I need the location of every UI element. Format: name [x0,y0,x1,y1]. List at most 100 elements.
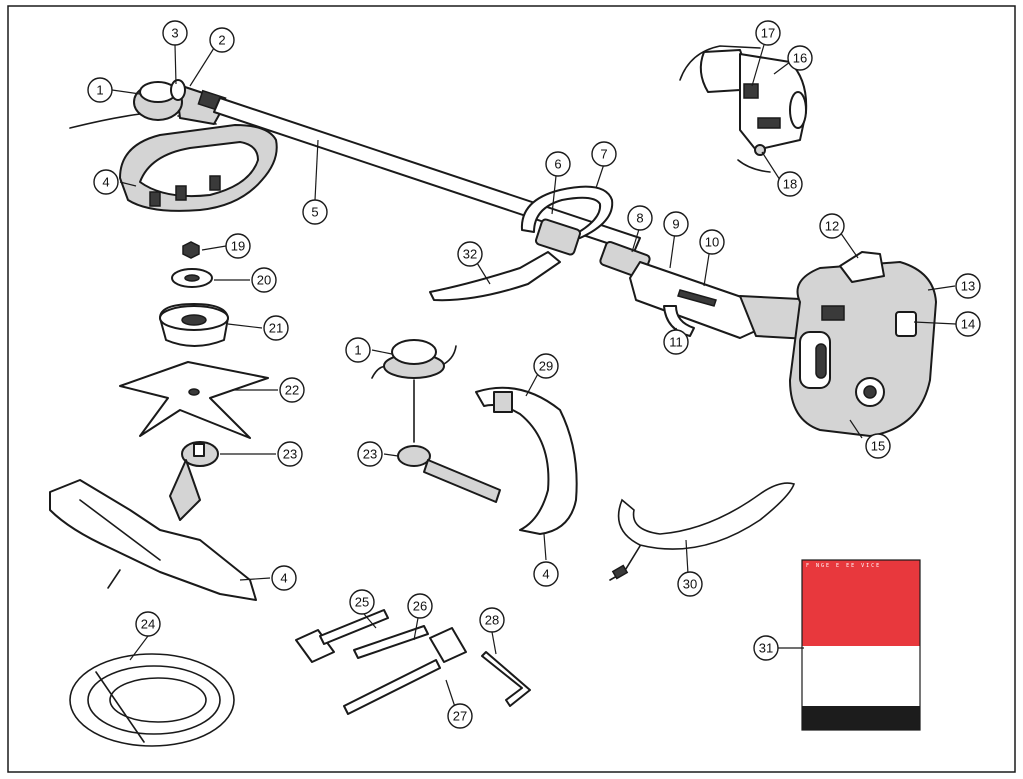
shoulder-strap [609,482,796,581]
callout-shaft: 5 [302,199,328,225]
callout-hex-key: 28 [479,607,505,633]
callout-kit-gear-head: 23 [357,441,383,467]
callout-throttle-lock: 9 [663,211,689,237]
arbor-bolt [193,443,205,457]
svg-text:12: 12 [825,219,839,234]
callout-manual: 31 [753,635,779,661]
coil-inner [109,677,207,723]
callout-fuel-cap: 12 [819,213,845,239]
svg-text:23: 23 [363,447,377,462]
svg-text:22: 22 [285,383,299,398]
callout-air-filter: 13 [955,273,981,299]
cutting-blade [119,361,269,439]
callout-throttle-handle: 10 [699,229,725,255]
inset-grip-end [789,91,807,129]
guard-mount [493,391,513,413]
starter-handle [895,311,917,337]
svg-text:5: 5 [311,205,318,220]
callout-pin-tool: 26 [407,593,433,619]
coil-tie [95,671,145,743]
svg-text:2: 2 [218,33,225,48]
callout-washer: 20 [251,267,277,293]
svg-text:26: 26 [413,599,427,614]
svg-text:32: 32 [463,247,477,262]
blade-nut [182,241,200,259]
line-head-kit [371,339,578,535]
svg-text:14: 14 [961,317,975,332]
manual-cover-top [802,560,920,646]
svg-text:10: 10 [705,235,719,250]
spark-plug-socket [295,629,335,663]
coil-outer [69,653,235,747]
callout-kit-guard: 29 [533,353,559,379]
svg-text:18: 18 [783,177,797,192]
inset-handle-top [699,49,745,93]
blade-guard [49,479,257,601]
guard-edge [79,499,161,561]
svg-text:25: 25 [355,595,369,610]
guard-rib-2 [175,185,187,201]
trimmer-assembly [69,79,937,437]
kit-line-guard [475,386,578,535]
svg-text:9: 9 [672,217,679,232]
socket-tommy-bar [319,609,389,645]
callout-line-coil: 24 [135,611,161,637]
callout-combo-wrench: 27 [447,703,473,729]
washer-hole [184,274,200,282]
svg-text:1: 1 [96,83,103,98]
callout-starter: 14 [955,311,981,337]
callout-gear-head: 2 [209,27,235,53]
diagram-border [7,5,1016,773]
callout-blade-guard: 4 [271,565,297,591]
svg-text:8: 8 [636,211,643,226]
svg-text:4: 4 [102,175,109,190]
callout-engine: 15 [865,433,891,459]
callout-blade-cup: 21 [263,315,289,341]
ignition-switch [743,83,759,99]
svg-text:31: 31 [759,641,773,656]
blade-shaft-tube [169,459,201,521]
manual-cover-text: F NGE E EE VICE [806,563,881,569]
throttle-lock [757,117,781,129]
kit-gear-head [397,445,431,467]
throttle-trigger [663,305,695,337]
svg-text:24: 24 [141,617,155,632]
inset-cable [737,159,771,173]
callout-guard-top: 4 [93,169,119,195]
combo-wrench-handle [343,659,441,715]
callout-kit-guard-bottom: 4 [533,561,559,587]
controls-inset [679,45,808,173]
svg-text:6: 6 [554,157,561,172]
callout-hanger: 32 [457,241,483,267]
strap-buckle [611,564,629,580]
callouts: 1 3 2 4 5 6 7 8 9 10 11 12 13 14 15 16 1… [87,20,981,729]
svg-text:17: 17 [761,26,775,41]
callout-blade: 22 [279,377,305,403]
svg-text:19: 19 [231,239,245,254]
svg-text:13: 13 [961,279,975,294]
manual-outline [801,559,921,731]
svg-text:16: 16 [793,51,807,66]
fuel-cap [839,251,885,283]
callout-trigger: 11 [663,329,689,355]
svg-text:21: 21 [269,321,283,336]
manual-cover-middle [802,646,920,706]
blade-hole [188,388,200,396]
callout-coupling: 8 [627,205,653,231]
callout-loop-handle: 7 [591,141,617,167]
inset-outline [679,45,761,81]
kit-trimmer-knob [391,339,437,365]
callout-socket: 25 [349,589,375,615]
svg-text:7: 7 [600,147,607,162]
guard-cut-line [107,569,121,589]
operators-manual: F NGE E EE VICE [801,559,921,731]
hex-key [481,651,531,707]
svg-text:29: 29 [539,359,553,374]
callout-trimmer-head: 1 [87,77,113,103]
coil-middle [87,665,221,735]
callout-gear-nut: 3 [162,20,188,46]
guard-rib [149,191,161,207]
blade-kit [49,241,269,601]
